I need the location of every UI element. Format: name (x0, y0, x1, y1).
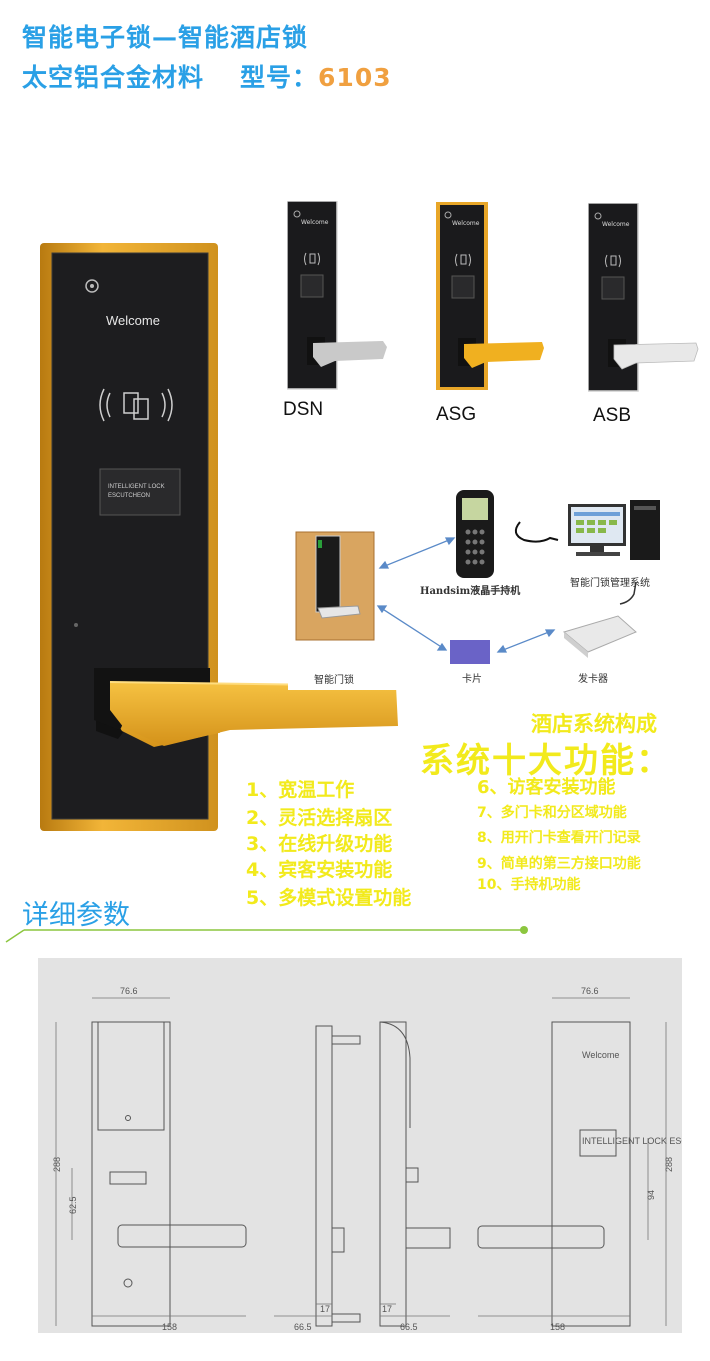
function-item: 6、访客安装功能 (477, 777, 616, 798)
material-text: 太空铝合金材料 (22, 63, 205, 92)
function-item: 4、宾客安装功能 (246, 859, 393, 881)
diagram-label-issuer: 发卡器 (578, 674, 608, 685)
function-item: 10、手持机功能 (477, 877, 581, 893)
ten-functions-title: 系统十大功能： (420, 741, 672, 781)
system-diagram: 智能门锁 Handsim液晶手持机 智能门锁管理系统 卡片 发卡器 (288, 482, 708, 690)
section-divider (5, 926, 528, 943)
diagram-label-management: 智能门锁管理系统 (570, 578, 650, 589)
function-item: 2、灵活选择扇区 (246, 807, 393, 829)
technical-drawing-panel: 76.6 76.6 288 288 62.5 94 158 66.5 66.5 … (38, 958, 682, 1333)
dim-width-top-right: 76.6 (581, 986, 599, 996)
variant-asb-image: Welcome (587, 202, 699, 393)
dim-inner-left: 62.5 (68, 1196, 78, 1214)
main-handle-icon (94, 668, 398, 746)
dim-thickness-2: 17 (382, 1304, 392, 1314)
diagram-label-card: 卡片 (462, 674, 482, 685)
function-item: 1、宽温工作 (246, 779, 355, 801)
variant-welcome: Welcome (452, 220, 480, 227)
model-label: 型号： (240, 63, 319, 92)
function-item: 7、多门卡和分区域功能 (477, 805, 627, 821)
title-line-2: 太空铝合金材料 型号：6103 (22, 58, 392, 94)
dim-thickness-1: 17 (320, 1304, 330, 1314)
dim-inner-right: 94 (646, 1190, 656, 1200)
variant-dsn-image: Welcome (286, 200, 387, 391)
function-item: 5、多模式设置功能 (246, 887, 412, 909)
diagram-label-door-lock: 智能门锁 (314, 675, 354, 686)
variant-label-dsn: DSN (283, 399, 324, 420)
function-item: 3、在线升级功能 (246, 833, 393, 855)
plate-line-2: ESCUTCHEON (108, 493, 151, 499)
diagram-label-handheld: Handsim液晶手持机 (420, 586, 521, 597)
variant-label-asg: ASG (436, 404, 477, 425)
drawing-plate-text: INTELLIGENT LOCK ESCUTCHEON (582, 1136, 682, 1146)
function-item: 8、用开门卡查看开门记录 (477, 830, 641, 846)
variant-welcome: Welcome (602, 221, 630, 228)
system-composition-title: 酒店系统构成 (531, 712, 657, 736)
main-plate-text: INTELLIGENT LOCK ESCUTCHEON (108, 483, 165, 501)
model-number: 6103 (318, 63, 392, 92)
variant-welcome: Welcome (301, 219, 329, 226)
main-welcome-text: Welcome (106, 313, 160, 328)
drawing-welcome: Welcome (582, 1050, 619, 1060)
variant-label-asb: ASB (593, 405, 632, 426)
dim-bottom-side2: 66.5 (400, 1322, 418, 1332)
detailed-parameters-title: 详细参数 (22, 900, 130, 931)
dim-bottom-side1: 66.5 (294, 1322, 312, 1332)
dim-bottom-left: 158 (162, 1322, 177, 1332)
dim-width-top-left: 76.6 (120, 986, 138, 996)
function-item: 9、简单的第三方接口功能 (477, 856, 641, 872)
plate-line-1: INTELLIGENT LOCK (108, 484, 165, 490)
dim-height-right: 288 (664, 1157, 674, 1172)
variant-asg-image: Welcome (436, 202, 544, 392)
dim-height-left: 288 (52, 1157, 62, 1172)
dim-bottom-right: 158 (550, 1322, 565, 1332)
title-line-1: 智能电子锁—智能酒店锁 (22, 23, 309, 52)
